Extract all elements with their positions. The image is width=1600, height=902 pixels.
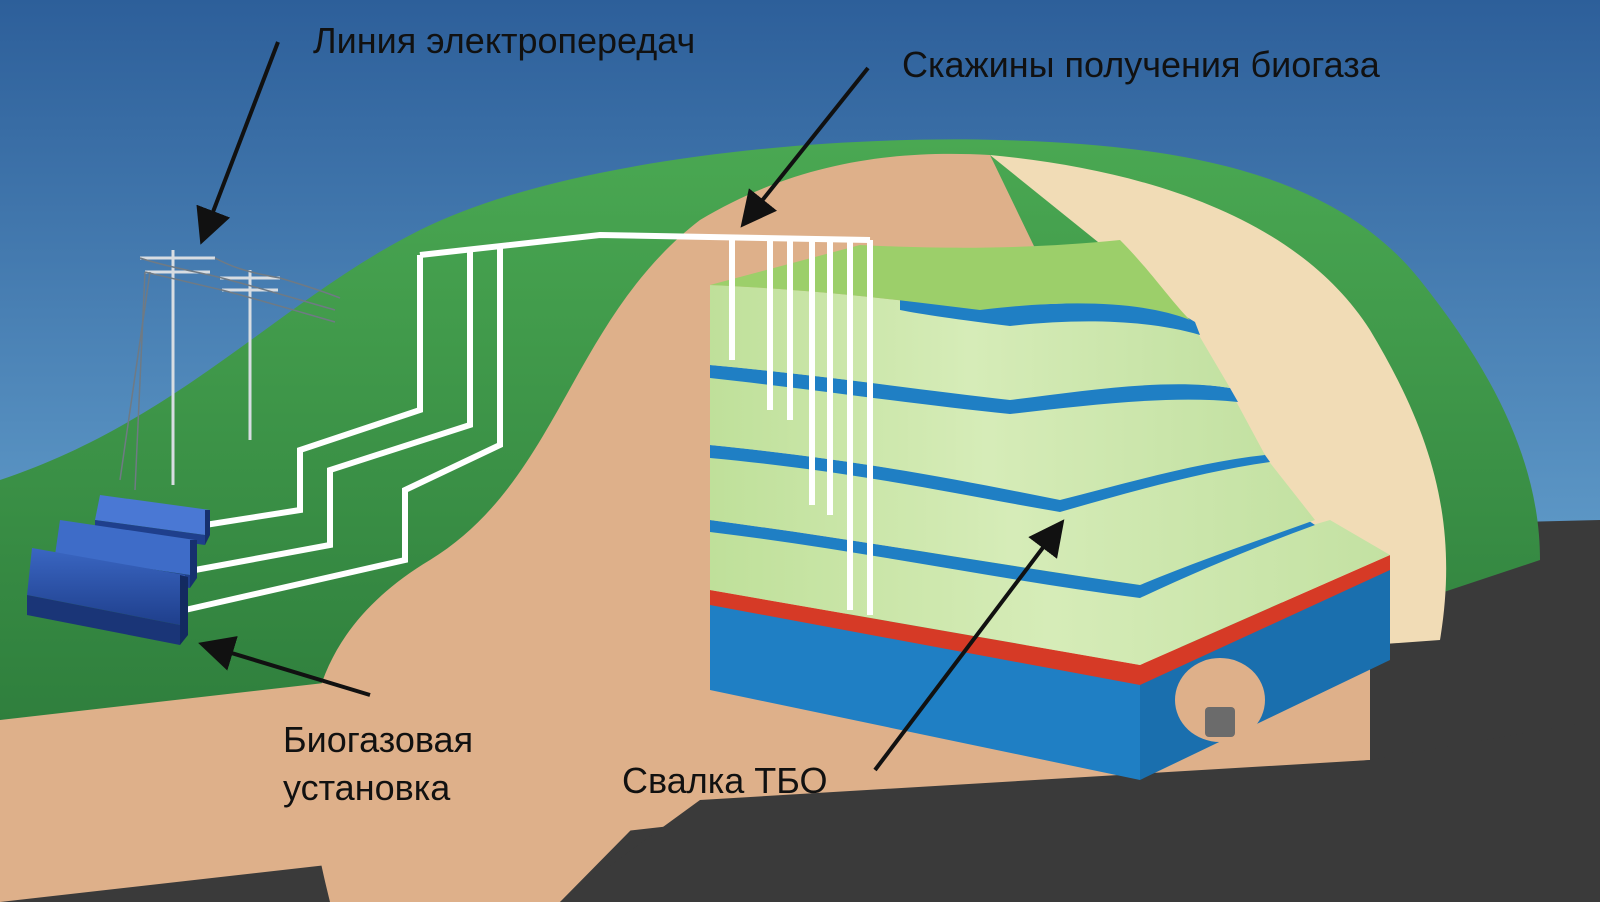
arrow-power-line xyxy=(196,41,280,245)
drain-pipe xyxy=(1205,707,1235,737)
label-landfill: Свалка ТБО xyxy=(622,760,828,801)
label-biogas-plant-line1: Биогазовая xyxy=(283,719,473,760)
dark-front-ground xyxy=(560,720,1600,902)
waste-water-1 xyxy=(710,515,1315,598)
waste-water-3 xyxy=(710,365,1238,414)
waste-water-2 xyxy=(710,445,1270,512)
biogas-plant xyxy=(27,495,210,645)
label-power-line: Линия электропередач xyxy=(313,20,695,61)
arrow-landfill xyxy=(873,519,1065,772)
gas-wells xyxy=(729,240,873,615)
power-wires xyxy=(119,257,341,491)
annotation-arrows xyxy=(196,41,1065,772)
landfill-base-front xyxy=(710,600,1140,780)
landfill-liner xyxy=(710,555,1390,685)
label-gas-wells: Скажины получения биогаза xyxy=(902,44,1381,85)
drain-cutout xyxy=(1175,658,1265,742)
gas-collector-pipes xyxy=(184,231,871,613)
label-biogas-plant-line2: установка xyxy=(283,767,451,808)
arrow-biogas-plant xyxy=(198,636,371,697)
arrow-gas-wells xyxy=(740,66,870,228)
